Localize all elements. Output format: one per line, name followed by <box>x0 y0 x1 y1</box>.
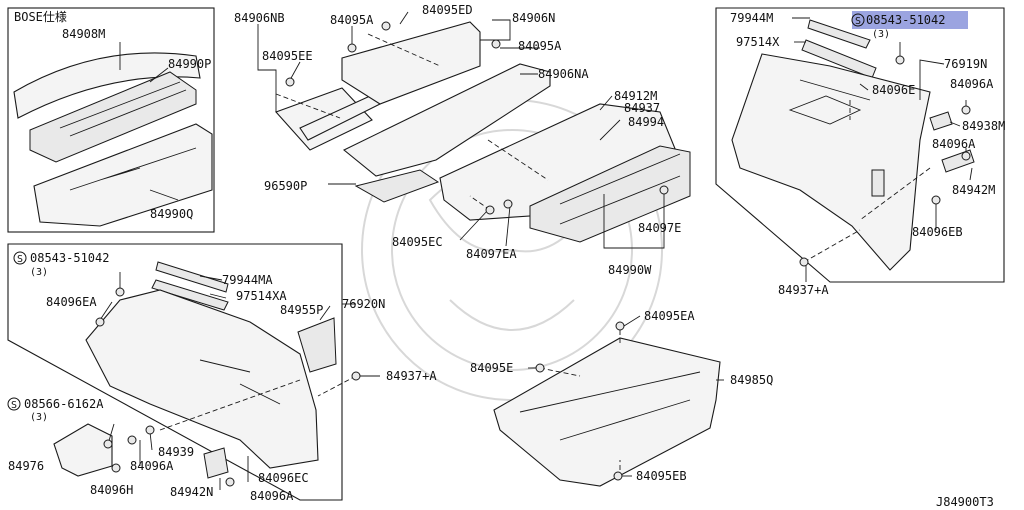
part-label-84095A-b[interactable]: 84095A <box>518 39 562 53</box>
qty-label-bottom: (3) <box>30 412 48 423</box>
qty-label-left: (3) <box>30 267 48 278</box>
part-label-84095EC-a[interactable]: 84095EC <box>392 235 443 249</box>
part-label-79944MA[interactable]: 79944MA <box>222 273 273 287</box>
right-panel-frame <box>715 7 1005 283</box>
bose-parts <box>13 52 213 227</box>
part-label-84096A-l[interactable]: 84096A <box>130 459 174 473</box>
part-labels: BOSE仕様 84908M 84990P 84990Q 84906NB 8409… <box>8 3 1005 509</box>
part-label-84096H[interactable]: 84096H <box>90 483 133 497</box>
part-label-76919N[interactable]: 76919N <box>944 57 987 71</box>
right-panel-parts <box>731 19 975 271</box>
part-label-97514XA[interactable]: 97514XA <box>236 289 287 303</box>
part-label-84096EB[interactable]: 84096EB <box>912 225 963 239</box>
part-label-84994[interactable]: 84994 <box>628 115 664 129</box>
fasteners <box>95 21 971 487</box>
part-label-84937[interactable]: 84937 <box>624 101 660 115</box>
part-label-84906NA[interactable]: 84906NA <box>538 67 589 81</box>
part-label-84937A-r[interactable]: 84937+A <box>778 283 829 297</box>
part-label-84976[interactable]: 84976 <box>8 459 44 473</box>
part-label-84096E[interactable]: 84096E <box>872 83 915 97</box>
svg-text:S: S <box>17 254 23 265</box>
screw-symbol-top: S <box>851 13 865 27</box>
part-label-84095EE[interactable]: 84095EE <box>262 49 313 63</box>
part-label-84912M[interactable]: 84912M <box>614 89 657 103</box>
part-label-84095A-a[interactable]: 84095A <box>330 13 374 27</box>
screw-symbol-left: S <box>13 251 27 265</box>
assembly-dashed-lines <box>159 33 931 470</box>
bose-spec-frame <box>7 7 215 233</box>
part-label-84955P[interactable]: 84955P <box>280 303 323 317</box>
part-label-84095E[interactable]: 84095E <box>470 361 513 375</box>
qty-label-top: (3) <box>872 29 890 40</box>
part-label-84095ED[interactable]: 84095ED <box>422 3 473 17</box>
part-label-84990Q[interactable]: 84990Q <box>150 207 193 221</box>
part-label-84096EC[interactable]: 84096EC <box>258 471 309 485</box>
part-label-84942M[interactable]: 84942M <box>952 183 995 197</box>
left-panel-parts <box>53 261 337 479</box>
part-label-84095EA[interactable]: 84095EA <box>644 309 695 323</box>
part-label-08543-51042-highlighted[interactable]: 08543-51042 <box>866 13 945 27</box>
part-label-84096A-l2[interactable]: 84096A <box>250 489 294 503</box>
part-label-84097EA[interactable]: 84097EA <box>466 247 517 261</box>
part-label-84097E[interactable]: 84097E <box>638 221 681 235</box>
part-label-84096EA[interactable]: 84096EA <box>46 295 97 309</box>
part-label-84985Q[interactable]: 84985Q <box>730 373 773 387</box>
part-label-08543-51042-left[interactable]: 08543-51042 <box>30 251 109 265</box>
part-label-84938M[interactable]: 84938M <box>962 119 1005 133</box>
bose-spec-label: BOSE仕様 <box>14 10 67 24</box>
part-label-97514X[interactable]: 97514X <box>736 35 780 49</box>
part-label-76920N[interactable]: 76920N <box>342 297 385 311</box>
left-panel-frame <box>7 243 343 501</box>
part-label-84095EB[interactable]: 84095EB <box>636 469 687 483</box>
svg-text:S: S <box>855 16 861 27</box>
selected-part-highlight <box>852 11 968 29</box>
part-label-84906NB[interactable]: 84906NB <box>234 11 285 25</box>
svg-text:S: S <box>11 400 17 411</box>
part-label-08566-6162A[interactable]: 08566-6162A <box>24 397 104 411</box>
part-label-84908M[interactable]: 84908M <box>62 27 105 41</box>
part-label-84906N[interactable]: 84906N <box>512 11 555 25</box>
part-label-79944M[interactable]: 79944M <box>730 11 773 25</box>
part-label-84937A-l[interactable]: 84937+A <box>386 369 437 383</box>
part-label-84990W[interactable]: 84990W <box>608 263 652 277</box>
part-label-84990P[interactable]: 84990P <box>168 57 211 71</box>
bottom-center-parts <box>493 337 721 487</box>
part-label-96590P[interactable]: 96590P <box>264 179 307 193</box>
top-center-parts <box>275 21 691 243</box>
diagram-code: J84900T3 <box>936 495 994 509</box>
part-label-84939[interactable]: 84939 <box>158 445 194 459</box>
part-label-84942N[interactable]: 84942N <box>170 485 213 499</box>
screw-symbol-bottom: S <box>7 397 21 411</box>
part-label-84096A-r2[interactable]: 84096A <box>932 137 976 151</box>
part-label-84096A-r1[interactable]: 84096A <box>950 77 994 91</box>
